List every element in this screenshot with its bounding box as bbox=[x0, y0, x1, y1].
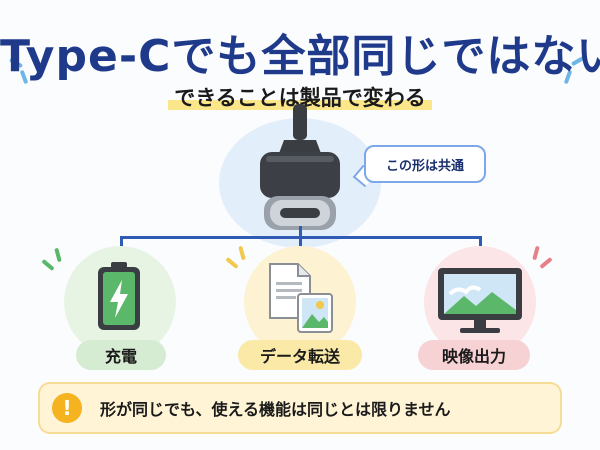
sparkle-charging-2 bbox=[54, 247, 62, 263]
sparkle-video-1 bbox=[539, 256, 553, 270]
sparkle-data-1 bbox=[225, 256, 239, 270]
page-subtitle: できることは製品で変わる bbox=[0, 82, 600, 112]
exclamation-icon: ! bbox=[52, 393, 82, 423]
notice-box bbox=[38, 382, 562, 434]
branch-line-right bbox=[479, 236, 482, 254]
branch-line-center bbox=[299, 236, 302, 254]
feature-video-label: 映像出力 bbox=[418, 340, 530, 370]
sparkle-video-2 bbox=[532, 245, 540, 261]
branch-line-left bbox=[120, 236, 123, 254]
hero-callout: この形は共通 bbox=[364, 145, 486, 183]
subtitle-text: できることは製品で変わる bbox=[168, 86, 432, 110]
page-title: Type-Cでも全部同じではない bbox=[0, 31, 600, 82]
usb-c-connector-icon bbox=[260, 104, 340, 230]
feature-charging-label: 充電 bbox=[76, 340, 166, 370]
notice-text: 形が同じでも、使える機能は同じとは限りません bbox=[100, 400, 451, 419]
monitor-icon bbox=[438, 268, 522, 333]
feature-data-label: データ転送 bbox=[238, 340, 362, 370]
battery-charging-icon bbox=[98, 262, 140, 330]
trunk-line bbox=[299, 226, 302, 238]
sparkle-data-2 bbox=[238, 245, 246, 261]
file-transfer-icon bbox=[269, 263, 333, 333]
sparkle-charging-1 bbox=[41, 258, 55, 272]
